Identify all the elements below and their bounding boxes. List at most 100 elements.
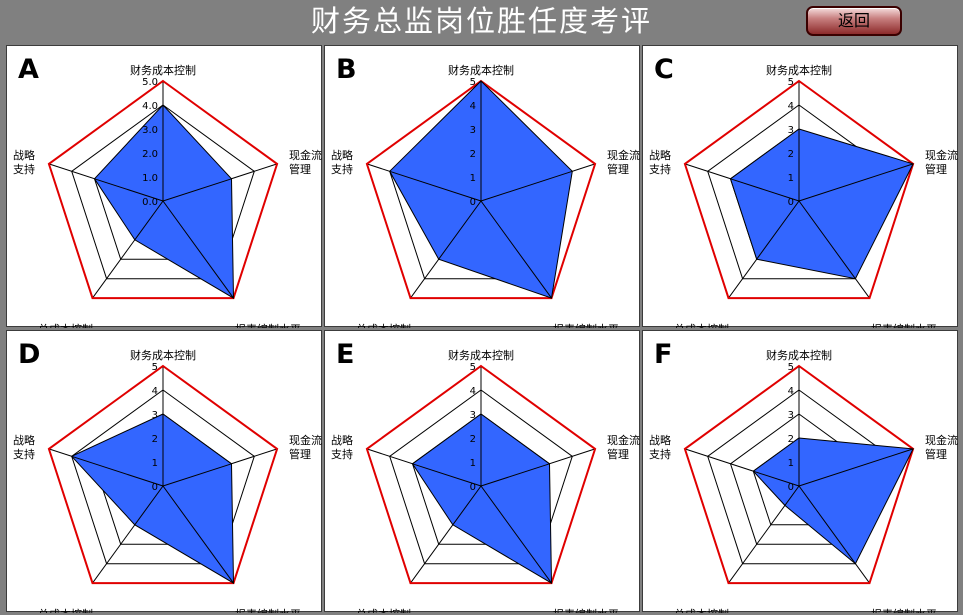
- grid-ring: [71, 389, 255, 565]
- tick-label: 2: [470, 149, 476, 160]
- tick-label: 5: [152, 362, 158, 373]
- tick-label: 1: [788, 458, 794, 469]
- axis-label: 报表编制水平: [235, 607, 301, 613]
- axis-label: 财务成本控制: [448, 348, 514, 362]
- tick-label: 5: [470, 77, 476, 88]
- header: 财务总监岗位胜任度考评 返回: [0, 0, 963, 42]
- tick-label: 2: [470, 434, 476, 445]
- axis-label: 总成本控制: [674, 607, 729, 613]
- axis-spoke-inner: [756, 200, 800, 260]
- axis-label: 报表编制水平: [871, 322, 937, 328]
- axis-spoke-inner: [94, 178, 164, 202]
- tick-label: 5: [788, 77, 794, 88]
- tick-label: 1: [152, 458, 158, 469]
- axis-spoke-inner: [438, 200, 482, 260]
- page-title: 财务总监岗位胜任度考评: [310, 4, 652, 38]
- axis-label: 现金流管理: [925, 148, 958, 176]
- tick-label: 4: [788, 386, 794, 397]
- outer-ring: [47, 79, 279, 300]
- radar-panel-b: B 012345财务成本控制现金流管理报表编制水平总成本控制战略支持: [324, 45, 640, 328]
- panel-label: A: [18, 54, 39, 85]
- axis-spoke-inner: [162, 463, 232, 487]
- axis-spoke-inner: [452, 485, 482, 526]
- axis-label: 报表编制水平: [871, 607, 937, 613]
- radar-panel-e: E 012345财务成本控制现金流管理报表编制水平总成本控制战略支持: [324, 330, 640, 613]
- radar-panel-d: D 012345财务成本控制现金流管理报表编制水平总成本控制战略支持: [6, 330, 322, 613]
- axis-spoke-inner: [798, 485, 856, 564]
- grid-ring: [389, 389, 573, 565]
- axis-label: 战略支持: [331, 433, 353, 461]
- tick-label: 2: [788, 434, 794, 445]
- radar-chart-e: 0 1 2 3 4 5财务成本控制现金流管理报表编制水平 总成本控制 战略支持: [331, 348, 640, 613]
- outer-ring: [365, 364, 597, 585]
- outer-ring: [683, 364, 915, 585]
- tick-label: 1: [470, 458, 476, 469]
- tick-label: 0: [152, 482, 158, 493]
- axis-label: 现金流管理: [607, 148, 640, 176]
- radar-panel-f: F 012345财务成本控制现金流管理报表编制水平总成本控制战略支持: [642, 330, 958, 613]
- tick-label: 0: [470, 482, 476, 493]
- panel-label: C: [654, 54, 674, 85]
- data-area: [70, 413, 235, 584]
- axis-label: 报表编制水平: [235, 322, 301, 328]
- radar-panel-c: C 012345财务成本控制现金流管理报表编制水平总成本控制战略支持: [642, 45, 958, 328]
- grid-ring: [71, 104, 255, 280]
- tick-label: 2: [788, 149, 794, 160]
- axis-spoke-inner: [480, 200, 552, 299]
- tick-label: 1: [470, 173, 476, 184]
- tick-label: 0.0: [142, 197, 158, 208]
- axis-label: 总成本控制: [38, 607, 93, 613]
- panel-label: B: [336, 54, 357, 85]
- tick-label: 4: [788, 101, 794, 112]
- back-button[interactable]: 返回: [806, 6, 902, 36]
- axis-spoke-inner: [162, 485, 234, 584]
- axis-label: 财务成本控制: [448, 63, 514, 77]
- axis-spoke-inner: [480, 485, 552, 584]
- tick-label: 4: [470, 386, 476, 397]
- panel-label: F: [654, 339, 673, 370]
- axis-label: 现金流管理: [925, 433, 958, 461]
- radar-chart-b: 012345财务成本控制现金流管理报表编制水平总成本控制战略支持: [331, 63, 640, 328]
- tick-label: 1: [788, 173, 794, 184]
- axis-spoke-inner: [798, 448, 914, 487]
- axis-spoke-inner: [71, 455, 164, 487]
- axis-spoke-inner: [480, 170, 573, 202]
- panel-label: D: [18, 339, 41, 370]
- tick-label: 5: [470, 362, 476, 373]
- tick-label: 3: [470, 410, 476, 421]
- outer-ring: [365, 79, 597, 300]
- axis-label: 现金流管理: [607, 433, 640, 461]
- axis-spoke-inner: [134, 200, 164, 241]
- tick-label: 3: [788, 125, 794, 136]
- outer-ring: [683, 79, 915, 300]
- radar-chart-a: 0.01.02.03.04.05.0财务成本控制现金流管理报表编制水平总成本控制…: [13, 63, 322, 328]
- tick-label: 4: [152, 386, 158, 397]
- axis-label: 报表编制水平: [553, 607, 619, 613]
- radar-panel-a: A 0.01.02.03.04.05.0财务成本控制现金流管理报表编制水平总成本…: [6, 45, 322, 328]
- tick-label: 2.0: [142, 149, 158, 160]
- axis-spoke-inner: [162, 200, 234, 299]
- outer-ring: [47, 364, 279, 585]
- radar-chart-c: 012345财务成本控制现金流管理报表编制水平总成本控制战略支持: [649, 63, 958, 328]
- axis-label: 财务成本控制: [766, 348, 832, 362]
- axis-spoke-inner: [162, 178, 232, 202]
- tick-label: 3.0: [142, 125, 158, 136]
- axis-label: 战略支持: [649, 433, 671, 461]
- axis-spoke-inner: [753, 470, 800, 487]
- tick-label: 0: [470, 197, 476, 208]
- axis-spoke-inner: [798, 163, 914, 202]
- axis-label: 财务成本控制: [130, 348, 196, 362]
- data-area: [752, 437, 914, 565]
- tick-label: 4: [470, 101, 476, 112]
- axis-spoke-inner: [389, 170, 482, 202]
- tick-label: 3: [788, 410, 794, 421]
- radar-chart-d: 012345财务成本控制现金流管理报表编制水平总成本控制战略支持: [13, 348, 322, 613]
- data-area: [411, 413, 553, 584]
- axis-spoke-inner: [480, 463, 550, 487]
- data-area: [729, 128, 914, 280]
- axis-label: 总成本控制: [356, 607, 411, 613]
- axis-label: 现金流管理: [289, 148, 322, 176]
- radar-chart-f: 012345财务成本控制现金流管理报表编制水平总成本控制战略支持: [649, 348, 958, 613]
- axis-spoke-inner: [730, 178, 800, 202]
- axis-spoke-inner: [134, 485, 164, 526]
